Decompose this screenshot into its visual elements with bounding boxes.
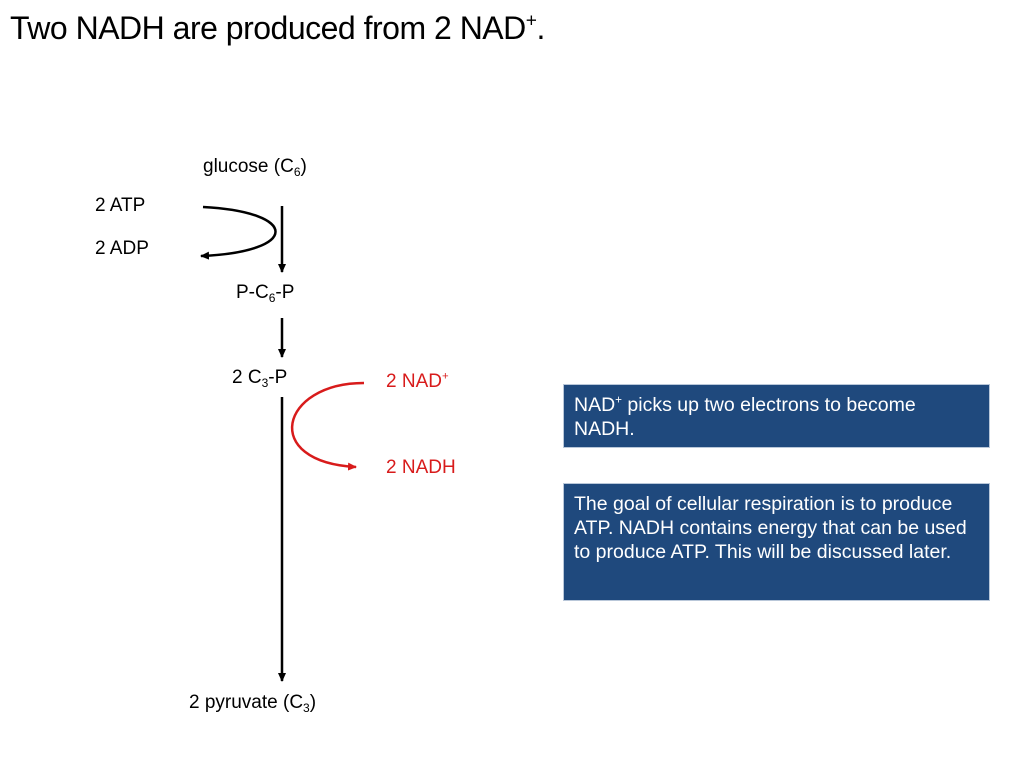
info-box-atp-goal: The goal of cellular respiration is to p… (563, 483, 990, 601)
label-2-adp: 2 ADP (95, 238, 149, 259)
label-2-atp: 2 ATP (95, 195, 146, 216)
arrow-nad-to-nadh (290, 381, 365, 471)
slide-title: Two NADH are produced from 2 NAD+. (10, 10, 545, 46)
title-superscript: + (525, 10, 537, 32)
label-2-nad-plus: 2 NAD+ (386, 370, 449, 392)
label-p-c6-p: P-C6-P (236, 282, 295, 305)
arrow-atp-to-adp (200, 205, 277, 260)
info-box-nad: NAD+ picks up two electrons to become NA… (563, 384, 990, 448)
label-glucose: glucose (C6) (203, 156, 307, 179)
label-2-c3-p: 2 C3-P (232, 367, 288, 390)
label-2-pyruvate: 2 pyruvate (C3) (189, 692, 317, 715)
label-2-nadh: 2 NADH (386, 457, 456, 478)
